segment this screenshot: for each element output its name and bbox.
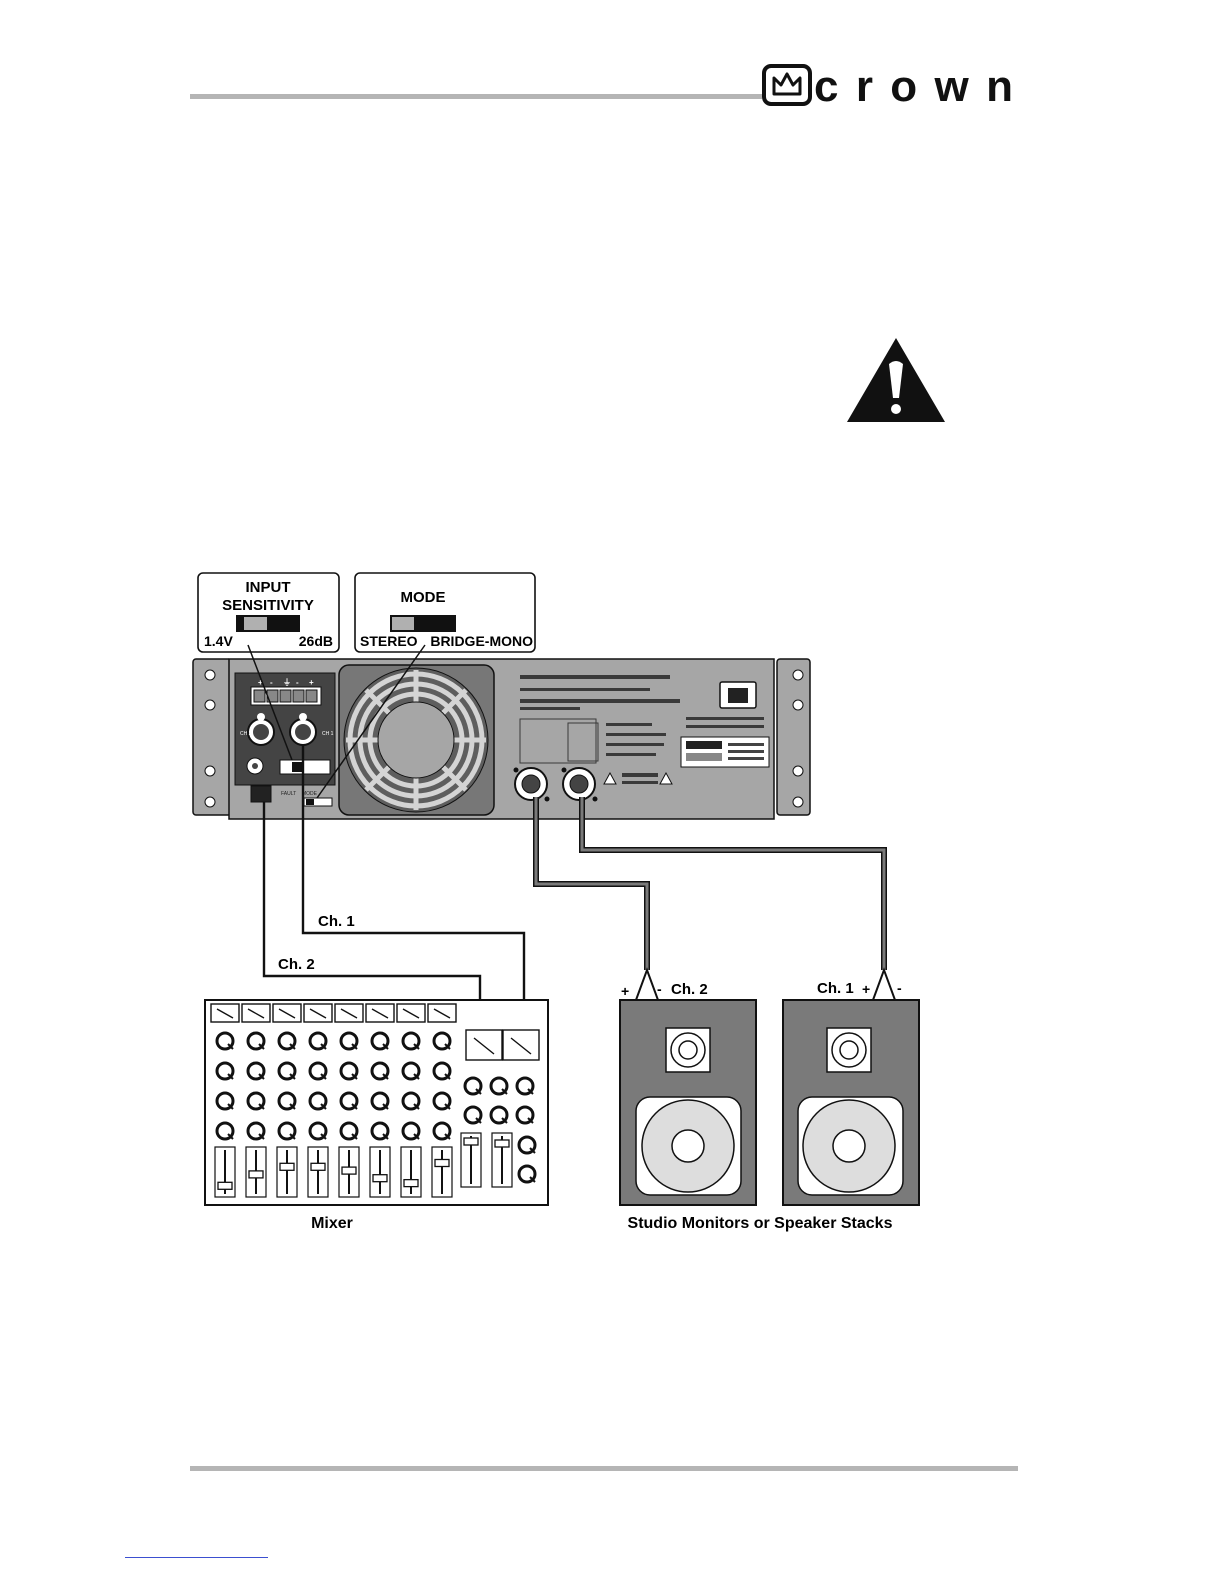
mixer-caption: Mixer bbox=[311, 1215, 353, 1232]
warning-triangle-icon bbox=[845, 336, 947, 424]
panel-sensitivity-switch bbox=[280, 760, 330, 774]
svg-text:⏚: ⏚ bbox=[283, 678, 291, 687]
svg-text:MODE: MODE bbox=[302, 791, 318, 797]
mode-left-label: STEREO bbox=[360, 633, 418, 649]
logo-wordmark: crown bbox=[814, 62, 1014, 106]
cooling-fan bbox=[339, 665, 494, 815]
speaker-left-channel: Ch. 2 bbox=[671, 981, 708, 998]
footer-rule bbox=[190, 1466, 1018, 1471]
svg-text:-: - bbox=[270, 678, 273, 687]
master-vu-meter bbox=[466, 1030, 502, 1060]
speaker-right-plus: + bbox=[862, 981, 870, 997]
mode-callout: MODE STEREO BRIDGE-MONO bbox=[355, 573, 535, 652]
input-sensitivity-title-2: SENSITIVITY bbox=[222, 597, 314, 614]
cable-label-ch2: Ch. 2 bbox=[278, 956, 315, 973]
master-vu-meter bbox=[503, 1030, 539, 1060]
header-rule bbox=[190, 94, 762, 99]
footer-link-underline[interactable] bbox=[125, 1557, 268, 1558]
ground-connector bbox=[247, 758, 263, 774]
speaker-left-minus: - bbox=[657, 981, 662, 997]
rack-ear-left bbox=[193, 659, 231, 815]
wiring-diagram: INPUT SENSITIVITY 1.4V 26dB MODE STEREO … bbox=[0, 560, 1224, 1260]
rack-ear-right bbox=[777, 659, 810, 815]
speaker-left-plus: + bbox=[621, 983, 629, 999]
crown-icon bbox=[774, 74, 800, 94]
crown-logo: crown bbox=[762, 62, 1018, 106]
speakers-caption: Studio Monitors or Speaker Stacks bbox=[628, 1215, 893, 1232]
logo-frame bbox=[764, 66, 810, 104]
speaker-cabinet-ch1 bbox=[783, 1000, 919, 1205]
svg-text:CH 1: CH 1 bbox=[322, 731, 334, 737]
svg-text:CH 2: CH 2 bbox=[240, 731, 252, 737]
speaker-cabinet-ch2 bbox=[620, 1000, 756, 1205]
input-sensitivity-callout: INPUT SENSITIVITY 1.4V 26dB bbox=[198, 573, 339, 652]
speaker-right-channel: Ch. 1 bbox=[817, 980, 854, 997]
speaker-right-minus: - bbox=[897, 980, 902, 996]
mode-title: MODE bbox=[401, 589, 446, 606]
rj11-port bbox=[251, 786, 271, 802]
mode-right-label: BRIDGE-MONO bbox=[430, 633, 533, 649]
cable-ch2-speaker bbox=[536, 797, 647, 970]
input-sensitivity-title-1: INPUT bbox=[246, 579, 291, 596]
power-inlet bbox=[720, 682, 756, 708]
cable-label-ch1: Ch. 1 bbox=[318, 913, 355, 930]
svg-text:+: + bbox=[309, 678, 314, 687]
svg-text:FAULT: FAULT bbox=[281, 791, 296, 797]
amplifier-rear-panel: +- ⏚-+ CH 2 CH 1 FAULT MODE bbox=[193, 659, 810, 819]
sensitivity-right-label: 26dB bbox=[299, 633, 333, 649]
svg-text:-: - bbox=[296, 678, 299, 687]
mixer bbox=[205, 1000, 548, 1205]
sensitivity-left-label: 1.4V bbox=[204, 633, 233, 649]
